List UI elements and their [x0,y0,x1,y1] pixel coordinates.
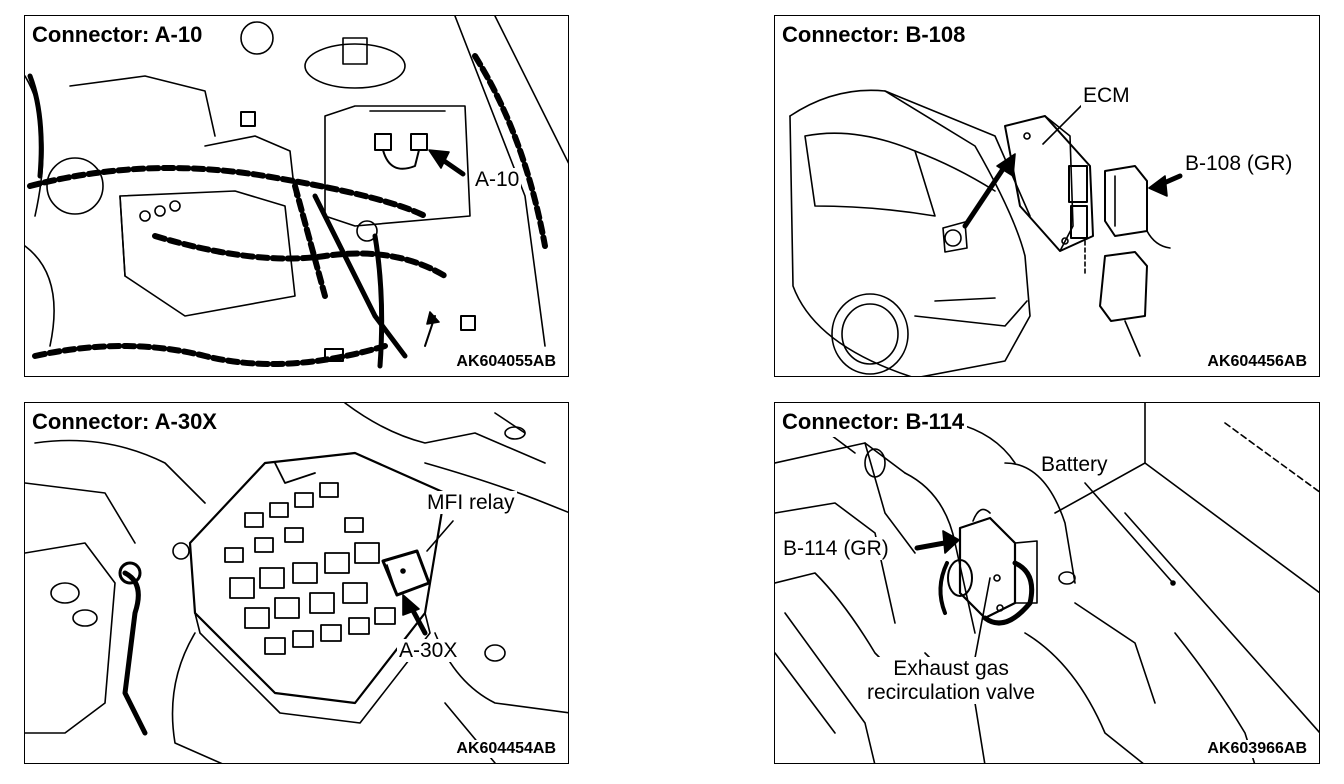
figure-code: AK604454AB [454,740,558,758]
callout-egr-valve-line1: Exhaust gas [893,657,1009,680]
figure-code: AK604456AB [1205,353,1309,371]
callout-egr-valve: Exhaust gas recirculation valve [865,657,1038,705]
callout-mfi-relay: MFI relay [425,491,517,515]
callout-connector-a30x: A-30X [397,639,460,663]
engine-bay-illustration-a10 [25,16,568,369]
vehicle-ecm-illustration-b108 [789,89,1183,376]
panel-connector-a10: Connector: A-10 A-10 AK604055AB [24,15,569,377]
callout-connector-a10: A-10 [473,168,522,192]
callout-battery: Battery [1039,453,1110,477]
callout-egr-valve-line2: recirculation valve [867,680,1036,704]
panel-connector-b114: Connector: B-114 Battery B-114 (GR) Exha… [774,402,1320,764]
relay-box-illustration-a30x [25,403,568,763]
panel-connector-b108: Connector: B-108 ECM B-108 (GR) AK604456… [774,15,1320,377]
panel-connector-a30x: Connector: A-30X MFI relay A-30X AK60445… [24,402,569,764]
callout-ecm: ECM [1081,84,1132,108]
panel-title: Connector: B-108 [782,22,969,50]
figure-code: AK603966AB [1205,740,1309,758]
figure-code: AK604055AB [454,353,558,371]
callout-connector-b108: B-108 (GR) [1183,152,1295,176]
panel-title: Connector: B-114 [782,409,968,437]
callout-connector-b114: B-114 (GR) [781,537,891,561]
panel-title: Connector: A-30X [32,409,220,437]
panel-title: Connector: A-10 [32,22,206,50]
